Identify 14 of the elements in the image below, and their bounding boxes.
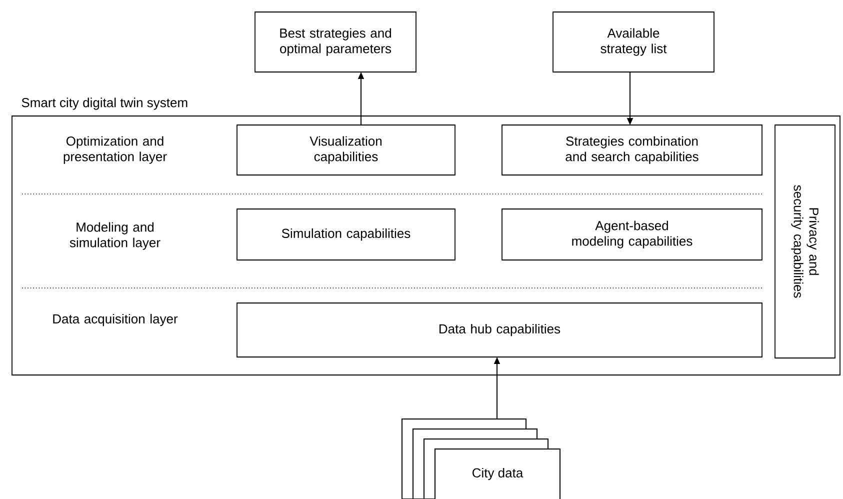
capability-box: Simulation capabilities [236,208,456,260]
document-stack: City data [402,418,560,499]
system-frame [12,116,840,376]
system-title: Smart city digital twin system [22,98,188,110]
layer-label: Data acquisition layer [53,314,178,326]
capability-box: Privacy and security capabilities [774,124,836,358]
layer-label: Optimization and presentation layer [64,136,167,164]
capability-box: Data hub capabilities [236,302,762,358]
capability-box: Visualization capabilities [236,124,456,176]
layer-label: Modeling and simulation layer [70,222,160,250]
capability-box: Agent-based modeling capabilities [502,208,762,260]
output-box: Available strategy list [552,12,714,72]
output-box: Best strategies and optimal parameters [254,12,416,72]
capability-box: Strategies combination and search capabilities [502,124,762,176]
